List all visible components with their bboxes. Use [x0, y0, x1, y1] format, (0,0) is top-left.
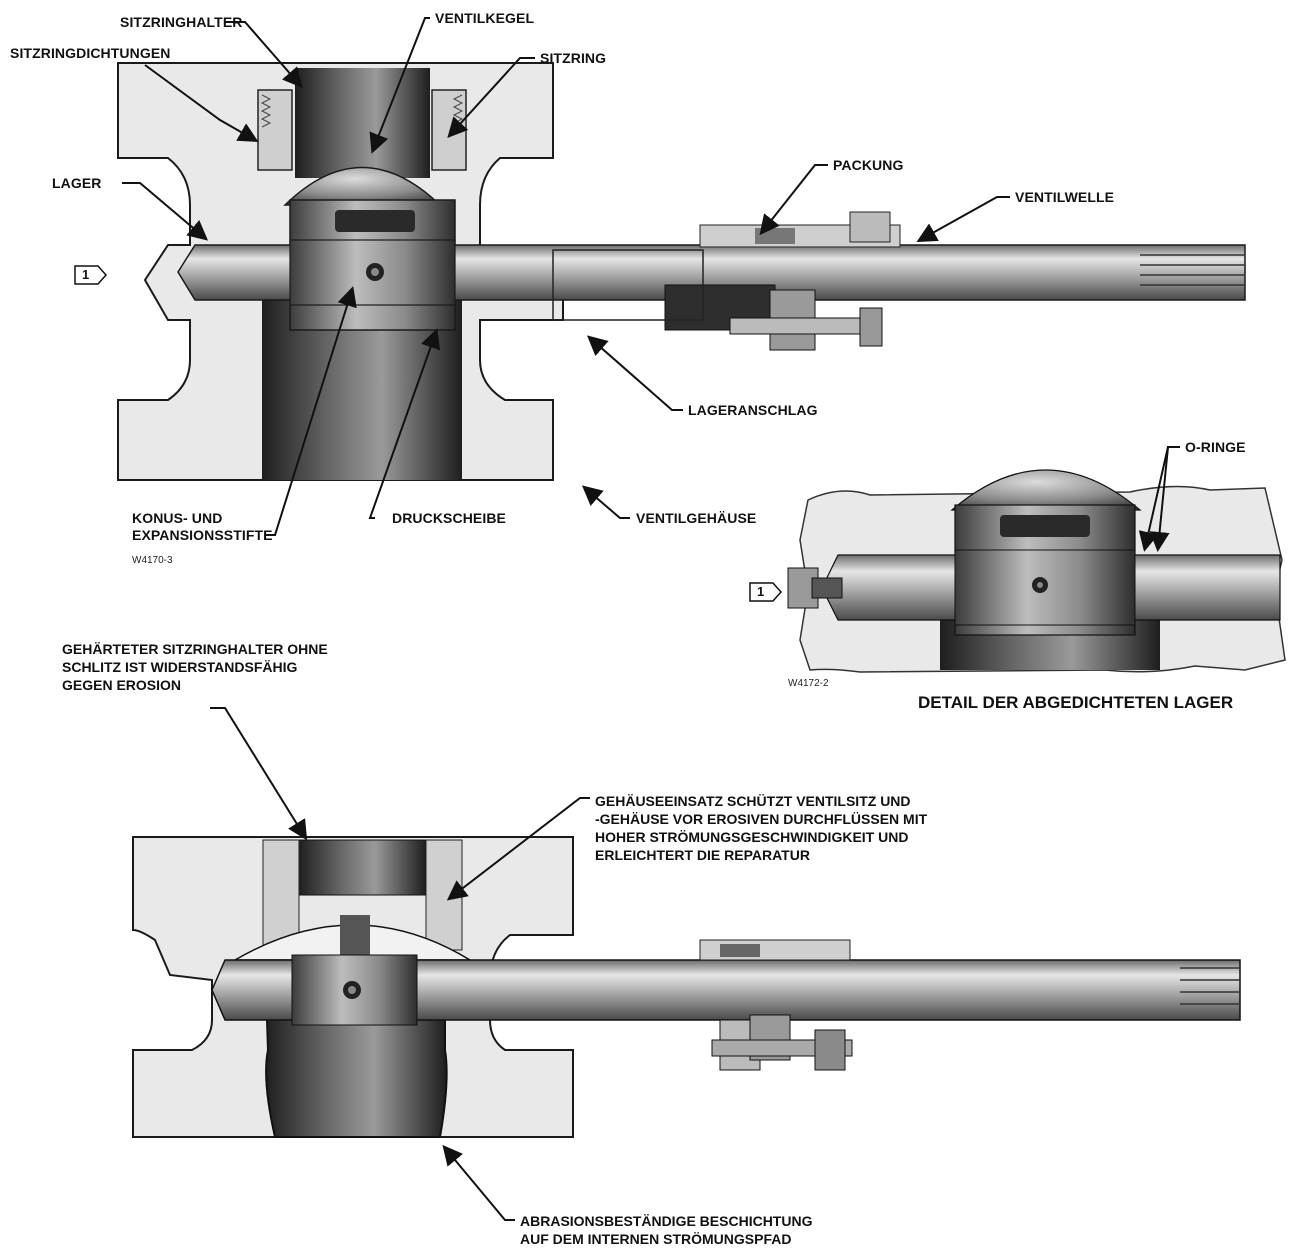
label-ventilgehaeuse: VENTILGEHÄUSE: [636, 510, 757, 526]
label-sitzringdichtungen: SITZRINGDICHTUNGEN: [10, 45, 171, 61]
label-sitzring: SITZRING: [540, 50, 607, 66]
note-markers: [74, 265, 783, 602]
top-valve: [117, 62, 1246, 481]
label-ventilwelle: VENTILWELLE: [1015, 189, 1115, 205]
label-einsatz-line2: -GEHÄUSE VOR EROSIVEN DURCHFLÜSSEN MIT: [595, 811, 928, 827]
detail-title: DETAIL DER ABGEDICHTETEN LAGER: [918, 693, 1234, 712]
figure-id-detail: W4172-2: [788, 678, 829, 689]
note-marker-1-detail: 1: [757, 584, 765, 599]
label-konus-line1: KONUS- UND: [132, 510, 223, 526]
label-abrasion-line2: AUF DEM INTERNEN STRÖMUNGSPFAD: [520, 1231, 792, 1247]
label-einsatz-line3: HOHER STRÖMUNGSGESCHWINDIGKEIT UND: [595, 829, 909, 845]
label-abrasion-line1: ABRASIONSBESTÄNDIGE BESCHICHTUNG: [520, 1213, 813, 1229]
label-sitzringhalter: SITZRINGHALTER: [120, 14, 243, 30]
detail-sealed-bearings: [787, 469, 1286, 673]
label-einsatz-line4: ERLEICHTERT DIE REPARATUR: [595, 847, 810, 863]
label-gehaerteter-line2: SCHLITZ IST WIDERSTANDSFÄHIG: [62, 659, 298, 675]
bottom-valve: [132, 836, 1241, 1138]
label-gehaerteter-line3: GEGEN EROSION: [62, 677, 182, 693]
label-konus-line2: EXPANSIONSSTIFTE: [132, 527, 273, 543]
label-packung: PACKUNG: [833, 157, 904, 173]
note-marker-1-top: 1: [82, 267, 90, 282]
label-ventilkegel: VENTILKEGEL: [435, 10, 535, 26]
figure-id-top: W4170-3: [132, 555, 173, 566]
label-gehaerteter-line1: GEHÄRTETER SITZRINGHALTER OHNE: [62, 641, 328, 657]
label-druckscheibe: DRUCKSCHEIBE: [392, 510, 506, 526]
label-lageranschlag: LAGERANSCHLAG: [688, 402, 818, 418]
leader-lines: [122, 17, 1180, 1221]
label-einsatz-line1: GEHÄUSEEINSATZ SCHÜTZT VENTILSITZ UND: [595, 793, 911, 809]
label-lager: LAGER: [52, 175, 102, 191]
label-o-ringe: O-RINGE: [1185, 439, 1246, 455]
